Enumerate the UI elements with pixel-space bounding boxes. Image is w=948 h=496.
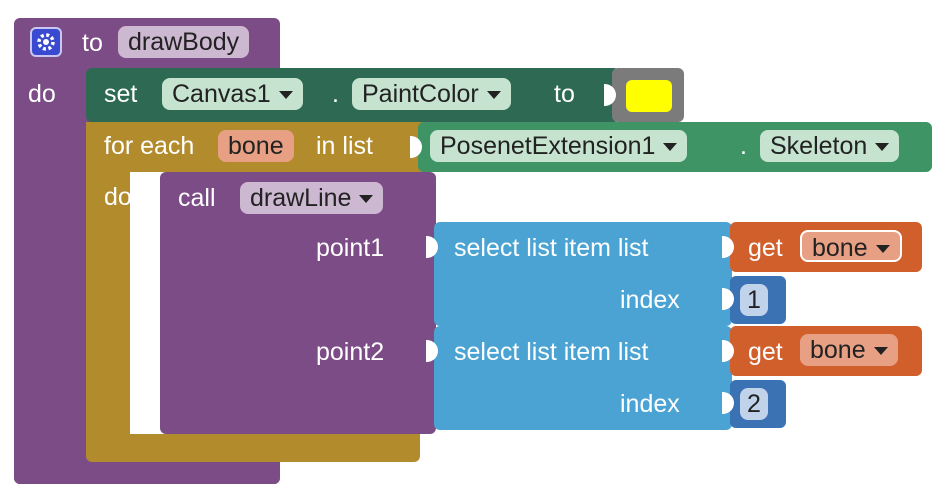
- color-socket: [604, 84, 616, 106]
- index-socket-1: [722, 288, 734, 310]
- set-dot: .: [332, 80, 339, 108]
- select-list-item-label-1: select list item list: [454, 234, 649, 262]
- point2-socket: [426, 340, 438, 362]
- getter-dot: .: [740, 132, 747, 160]
- point2-label: point2: [316, 338, 385, 366]
- select-list-item-block-1[interactable]: [434, 222, 732, 326]
- point1-label: point1: [316, 234, 385, 262]
- set-to-keyword: to: [554, 80, 575, 108]
- procedure-to-keyword: to: [82, 29, 103, 57]
- for-each-do-keyword: do: [104, 183, 132, 211]
- procedure-do-keyword: do: [28, 80, 56, 108]
- list-socket: [410, 136, 422, 158]
- variable-dropdown-bone-1[interactable]: bone: [800, 230, 902, 262]
- for-each-keyword: for each: [104, 132, 195, 160]
- list-arg-socket-1: [722, 236, 734, 258]
- select-list-item-block-2[interactable]: [434, 326, 732, 430]
- number-field-1[interactable]: 1: [740, 284, 768, 316]
- call-drawline-block[interactable]: [160, 172, 436, 434]
- property-dropdown-skeleton[interactable]: Skeleton: [760, 130, 900, 162]
- gear-icon[interactable]: [30, 27, 62, 57]
- variable-dropdown-bone-2[interactable]: bone: [800, 334, 898, 366]
- list-arg-socket-2: [722, 340, 734, 362]
- index-label-1: index: [620, 286, 680, 314]
- point1-socket: [426, 236, 438, 258]
- component-dropdown-canvas1[interactable]: Canvas1: [162, 78, 303, 110]
- set-keyword: set: [104, 80, 138, 108]
- component-dropdown-posenet[interactable]: PosenetExtension1: [430, 130, 688, 162]
- procedure-name-field[interactable]: drawBody: [118, 26, 250, 58]
- property-dropdown-paintcolor[interactable]: PaintColor: [352, 78, 511, 110]
- select-list-item-label-2: select list item list: [454, 338, 649, 366]
- in-list-keyword: in list: [316, 132, 373, 160]
- get-keyword-1: get: [748, 234, 783, 262]
- color-swatch[interactable]: [626, 80, 672, 112]
- get-keyword-2: get: [748, 338, 783, 366]
- number-field-2[interactable]: 2: [740, 388, 768, 420]
- call-keyword: call: [178, 184, 216, 212]
- procedure-dropdown-drawline[interactable]: drawLine: [240, 182, 384, 214]
- loop-variable-field[interactable]: bone: [218, 130, 294, 162]
- index-socket-2: [722, 392, 734, 414]
- index-label-2: index: [620, 390, 680, 418]
